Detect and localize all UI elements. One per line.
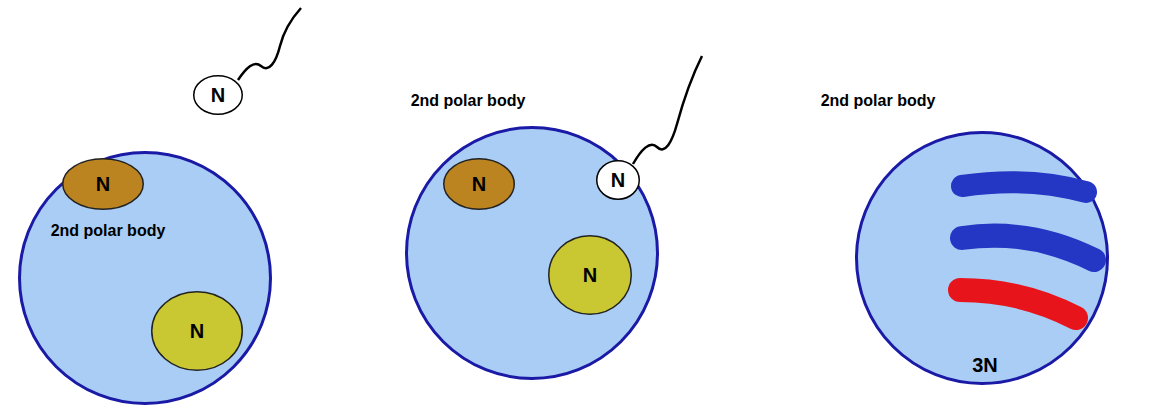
- cell-circle: 2nd polar bodyNNN: [405, 126, 659, 380]
- cell-circle-shape: [407, 128, 658, 379]
- nucleus-label: N: [583, 264, 597, 287]
- sperm-tail: [633, 56, 702, 164]
- polar-body-label: 2nd polar body: [51, 222, 166, 240]
- nucleus-ellipse-shape: [444, 159, 515, 210]
- nucleus-label: N: [611, 169, 625, 192]
- cell-circle: 2nd polar body3N: [855, 131, 1109, 385]
- nucleus-ellipse: N: [62, 158, 144, 210]
- cell-circle-outline: [855, 131, 1109, 385]
- nucleus-label: N: [472, 173, 486, 196]
- nucleus-ellipse-shape: [63, 159, 144, 210]
- cell-circle-shape: [20, 153, 271, 404]
- nucleus-ellipse-shape: [152, 292, 243, 371]
- cell-circle: 2nd polar bodyNN: [18, 151, 272, 405]
- polar-body-label: 2nd polar body: [411, 92, 526, 110]
- sperm-head-shape: [194, 76, 243, 115]
- nucleus-label: N: [96, 173, 110, 196]
- nucleus-ellipse: N: [151, 291, 243, 371]
- nucleus-ellipse-shape: [549, 236, 632, 315]
- cell-circle-outline: [18, 151, 272, 405]
- cell-circle-outline: [405, 126, 659, 380]
- nucleus-ellipse: N: [443, 158, 515, 210]
- ploidy-label: 3N: [972, 354, 998, 377]
- sperm-head: N: [596, 160, 640, 200]
- chromosome: [962, 182, 1086, 192]
- nucleus-label: N: [211, 84, 225, 107]
- cell-circle-shape: [857, 133, 1108, 384]
- nucleus-label: N: [190, 320, 204, 343]
- polar-body-label: 2nd polar body: [821, 92, 936, 110]
- sperm-tail: [238, 8, 301, 80]
- sperm-head-shape: [597, 161, 640, 200]
- nucleus-ellipse: N: [548, 235, 632, 315]
- sperm-head: N: [193, 75, 243, 115]
